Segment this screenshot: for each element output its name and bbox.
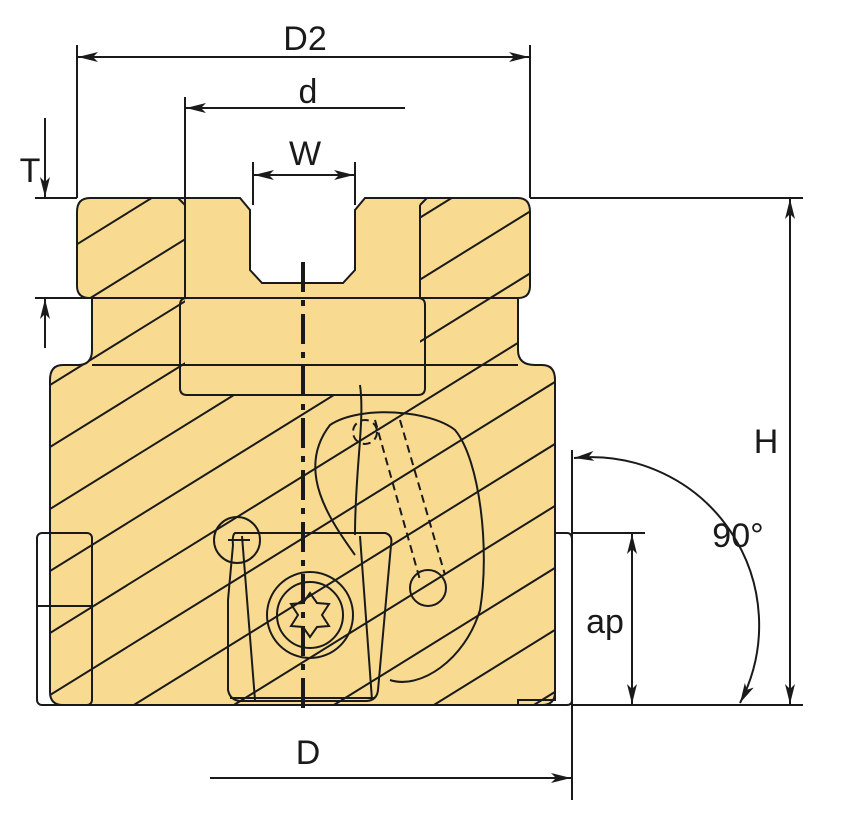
dimension-lines (35, 45, 803, 800)
hatch-line (533, 691, 555, 705)
label-T: T (20, 152, 41, 190)
torx-screw-icon (289, 591, 331, 639)
side-insert-left (36, 532, 93, 706)
label-D2: D2 (283, 20, 326, 58)
hatch-line (233, 505, 555, 705)
label-D: D (296, 734, 321, 772)
hatch-line (50, 257, 555, 572)
label-W: W (289, 135, 321, 173)
label-ap: ap (586, 603, 624, 641)
hatch-line (433, 629, 555, 705)
label-d: d (299, 73, 318, 111)
hatch-line (133, 443, 555, 705)
label-H: H (754, 423, 779, 461)
label-angle: 90° (712, 517, 763, 555)
cutter-body (49, 197, 556, 706)
